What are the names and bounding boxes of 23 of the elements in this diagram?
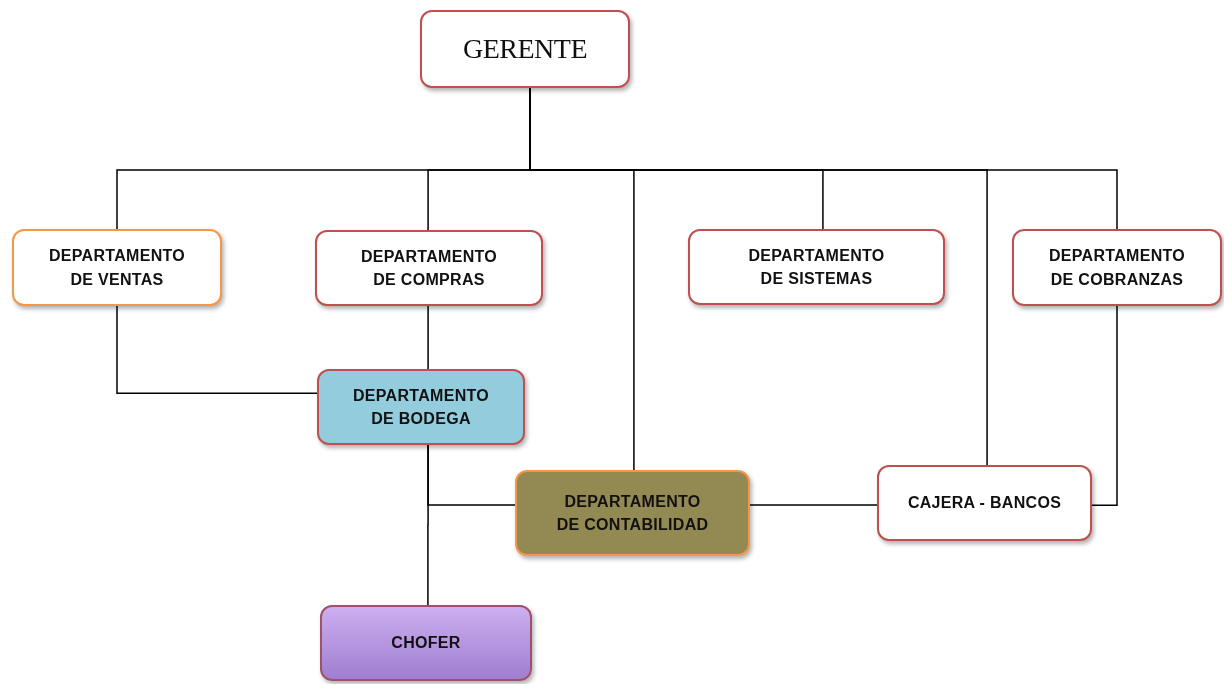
box-label: DEPARTAMENTO DE SISTEMAS xyxy=(747,245,886,289)
connector-line xyxy=(116,305,318,395)
org-box xyxy=(515,470,750,556)
connector-line xyxy=(427,444,429,606)
box-label: DEPARTAMENTO DE VENTAS xyxy=(47,246,186,290)
box-label: DEPARTAMENTO DE BODEGA xyxy=(351,385,490,429)
org-box xyxy=(877,465,1092,541)
connector-line xyxy=(1091,305,1118,507)
org-box xyxy=(420,10,630,88)
connector-line xyxy=(427,305,429,370)
org-box xyxy=(12,229,222,306)
box-label: DEPARTAMENTO DE CONTABILIDAD xyxy=(555,491,710,535)
org-box xyxy=(320,605,532,681)
org-box xyxy=(315,230,543,306)
box-label: DEPARTAMENTO DE COMPRAS xyxy=(359,246,498,290)
org-box xyxy=(688,229,945,305)
box-label: DEPARTAMENTO DE COBRANZAS xyxy=(1047,246,1186,290)
box-label: CHOFER xyxy=(391,633,461,654)
box-label: GERENTE xyxy=(463,31,587,66)
org-box xyxy=(1012,229,1222,306)
connector-line xyxy=(749,504,878,506)
org-box xyxy=(317,369,525,445)
box-label: CAJERA - BANCOS xyxy=(907,493,1062,514)
